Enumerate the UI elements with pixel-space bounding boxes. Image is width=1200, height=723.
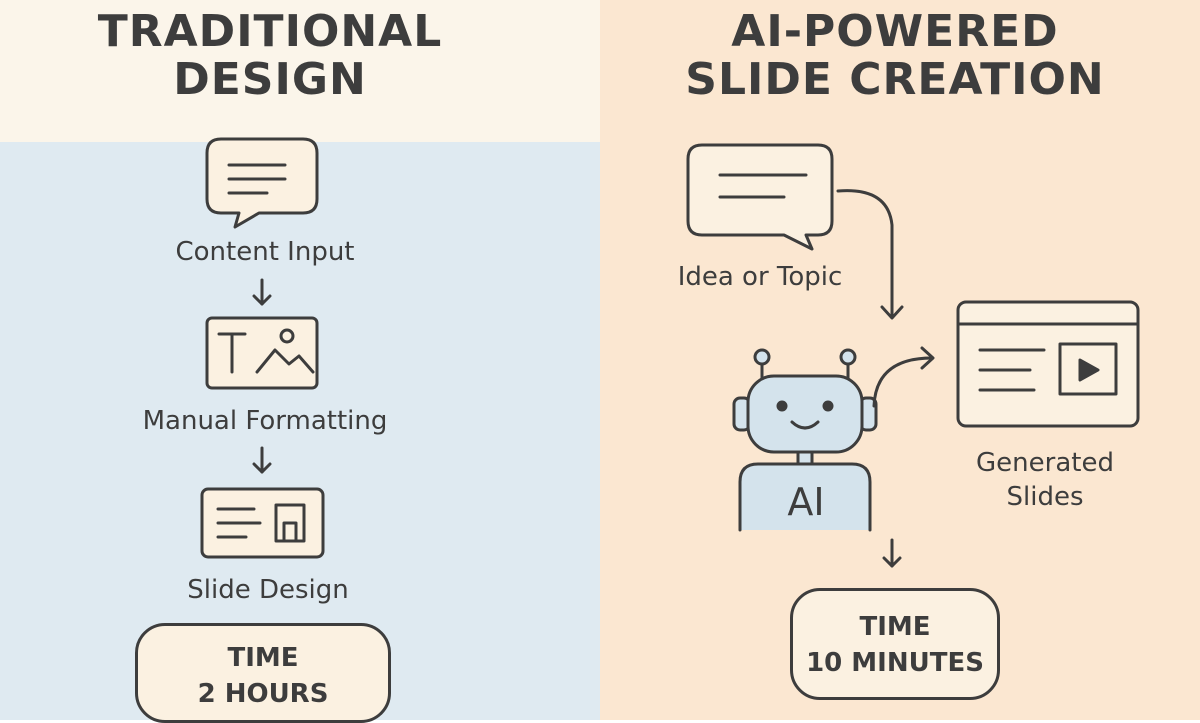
- generated-slides-label: Generated Slides: [950, 446, 1140, 514]
- traditional-title: TRADITIONAL DESIGN: [0, 8, 540, 104]
- arrow-down-icon: [252, 446, 272, 474]
- idea-topic-label: Idea or Topic: [677, 262, 843, 292]
- text-image-icon: [205, 316, 319, 390]
- traditional-title-line2: DESIGN: [173, 54, 367, 105]
- generated-slides-line1: Generated: [976, 448, 1114, 478]
- speech-bubble-icon: [205, 137, 319, 229]
- robot-icon: [732, 348, 878, 532]
- manual-formatting-label: Manual Formatting: [142, 406, 388, 436]
- slide-design-label: Slide Design: [187, 575, 349, 605]
- arrow-down-icon: [882, 538, 902, 568]
- ai-title-line2: SLIDE CREATION: [685, 54, 1105, 105]
- flow-arrow-icon: [872, 346, 935, 408]
- flow-arrow-icon: [836, 189, 904, 320]
- traditional-time-label: TIME: [227, 643, 299, 673]
- ai-time-label: TIME: [859, 612, 931, 642]
- generated-slides-line2: Slides: [1006, 482, 1084, 512]
- ai-time-badge: TIME 10 MINUTES: [790, 588, 1000, 700]
- slide-layout-icon: [200, 487, 325, 559]
- traditional-title-line1: TRADITIONAL: [97, 6, 443, 57]
- ai-title: AI-POWERED SLIDE CREATION: [650, 8, 1140, 104]
- robot-ai-text: AI: [787, 480, 825, 524]
- left-header-panel: [0, 0, 600, 142]
- traditional-time-value: 2 HOURS: [197, 679, 329, 709]
- arrow-down-icon: [252, 278, 272, 306]
- slide-video-icon: [956, 300, 1140, 428]
- ai-title-line1: AI-POWERED: [731, 6, 1059, 57]
- traditional-time-badge: TIME 2 HOURS: [135, 623, 391, 723]
- speech-bubble-icon: [686, 143, 834, 251]
- ai-time-value: 10 MINUTES: [806, 648, 984, 678]
- content-input-label: Content Input: [175, 237, 355, 267]
